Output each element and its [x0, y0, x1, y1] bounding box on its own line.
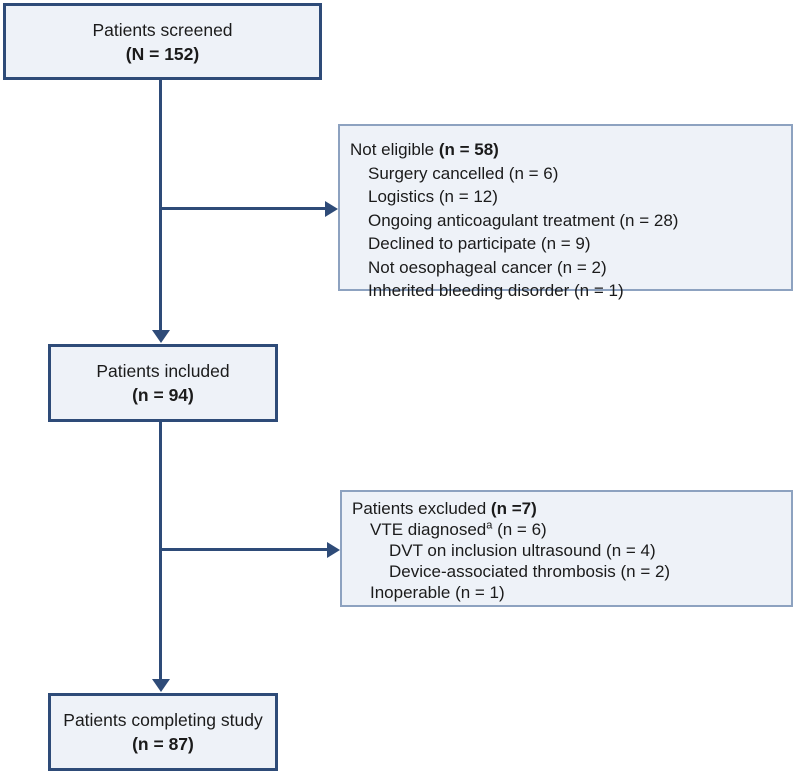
- box-patients-screened: Patients screened (N = 152): [3, 3, 322, 80]
- arrowhead-right-icon: [327, 541, 340, 558]
- box-patients-excluded: Patients excluded (n =7) VTE diagnoseda …: [340, 490, 793, 607]
- box-label: Patients completing study: [63, 710, 263, 730]
- reason-list: Surgery cancelled (n = 6) Logistics (n = …: [350, 162, 781, 303]
- box-label: Patients included: [96, 361, 230, 381]
- box-title: Not eligible (n = 58): [350, 138, 781, 162]
- box-count: (N = 152): [125, 43, 200, 64]
- box-title-text: Not eligible: [350, 140, 439, 159]
- list-item: Inoperable (n = 1): [370, 583, 505, 602]
- list-item: VTE diagnoseda (n = 6): [370, 519, 547, 539]
- box-title-text: Patients excluded: [352, 499, 491, 518]
- footnote-marker: a: [486, 519, 493, 532]
- list-item: Surgery cancelled (n = 6): [368, 163, 559, 183]
- connector-to-not-eligible-line: [159, 207, 326, 210]
- connector-screened-to-included-line: [159, 80, 162, 331]
- box-title-count: (n = 58): [438, 140, 499, 159]
- list-item: Declined to participate (n = 9): [368, 234, 591, 253]
- list-item: Not oesophageal cancer (n = 2): [368, 257, 607, 277]
- arrowhead-down-icon: [151, 330, 170, 343]
- list-item: Ongoing anticoagulant treatment (n = 28): [368, 210, 679, 230]
- connector-to-excluded-line: [159, 548, 328, 551]
- arrowhead-right-icon: [325, 200, 338, 217]
- list-item: Logistics (n = 12): [368, 187, 498, 206]
- arrowhead-down-icon: [151, 679, 170, 692]
- box-title: Patients excluded (n =7): [352, 498, 781, 519]
- list-item: DVT on inclusion ultrasound (n = 4): [389, 541, 656, 560]
- list-item: Device-associated thrombosis (n = 2): [389, 562, 671, 581]
- box-title-count: (n =7): [490, 499, 537, 518]
- box-count: (n = 94): [132, 385, 194, 405]
- box-label: Patients screened: [92, 19, 233, 40]
- list-item: Inherited bleeding disorder (n = 1): [368, 281, 624, 300]
- reason-list: VTE diagnoseda (n = 6) DVT on inclusion u…: [352, 519, 781, 603]
- box-not-eligible: Not eligible (n = 58) Surgery cancelled …: [338, 124, 793, 300]
- box-patients-completing-study: Patients completing study (n = 87): [48, 693, 278, 771]
- box-count: (n = 87): [132, 734, 194, 754]
- box-patients-included: Patients included (n = 94): [48, 344, 278, 422]
